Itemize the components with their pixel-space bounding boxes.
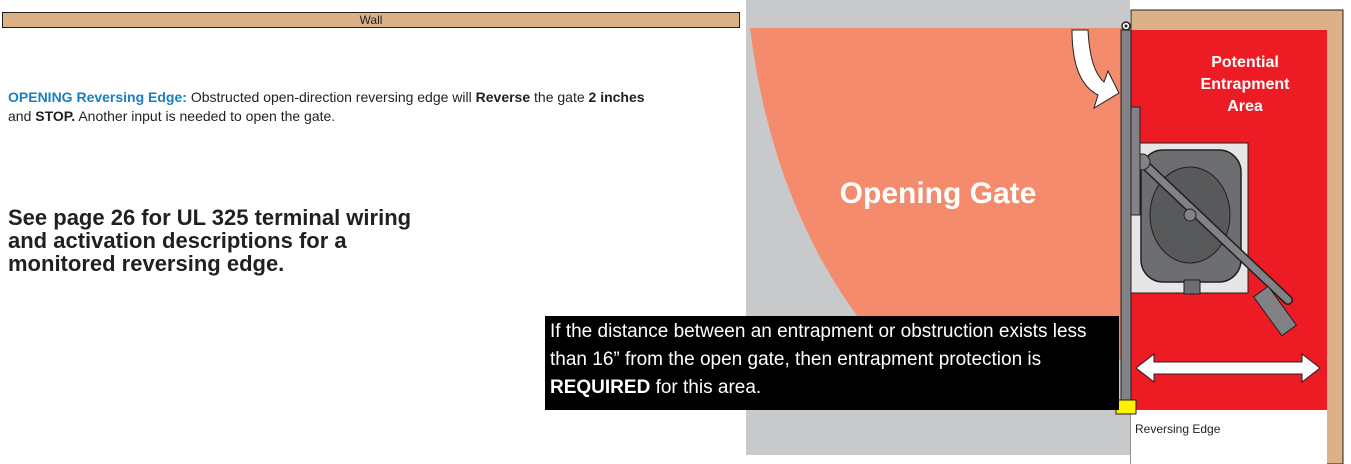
gate-hinge-inner <box>1124 24 1128 28</box>
arm-pivot-bolt <box>1183 208 1197 222</box>
description-text: and <box>8 108 36 124</box>
description-stop: STOP. <box>35 108 76 124</box>
warning-text: for this area. <box>650 377 762 398</box>
description-text: Obstructed open-direction reversing edge… <box>186 89 476 105</box>
opening-gate-label: Opening Gate <box>840 177 1037 210</box>
swing-direction-arrow <box>1071 29 1120 110</box>
reversing-edge-label: Reversing Edge <box>1135 422 1221 436</box>
entrapment-label-line1: Potential <box>1211 54 1279 71</box>
entrapment-warning-box: If the distance between an entrapment or… <box>545 316 1119 410</box>
gate-bracket <box>1130 106 1141 216</box>
operator-arm-fill <box>1138 158 1292 304</box>
operator-arm-end <box>1252 285 1298 337</box>
description-lead: OPENING Reversing Edge: <box>8 89 187 105</box>
wall-label: Wall <box>359 13 383 27</box>
description-reverse: Reverse <box>475 89 531 105</box>
wall-bar: Wall <box>2 12 740 28</box>
reversing-edge-sensor <box>1115 399 1137 415</box>
description-text: Another input is needed to open the gate… <box>75 108 336 124</box>
description-text: the gate <box>530 89 589 105</box>
warning-text: If the distance between an entrapment or… <box>550 321 1087 370</box>
gate-post <box>1120 29 1132 415</box>
opening-reversing-edge-description: OPENING Reversing Edge: Obstructed open-… <box>8 88 648 126</box>
entrapment-label-line3: Area <box>1227 98 1263 115</box>
description-distance: 2 inches <box>588 89 645 105</box>
clearance-arrow <box>1135 352 1321 384</box>
warning-required: REQUIRED <box>550 377 651 398</box>
operator-foot <box>1183 279 1201 295</box>
see-page-note: See page 26 for UL 325 terminal wiring a… <box>8 205 412 276</box>
gate-swing-area <box>750 28 1124 360</box>
entrapment-label-line2: Entrapment <box>1201 76 1291 93</box>
